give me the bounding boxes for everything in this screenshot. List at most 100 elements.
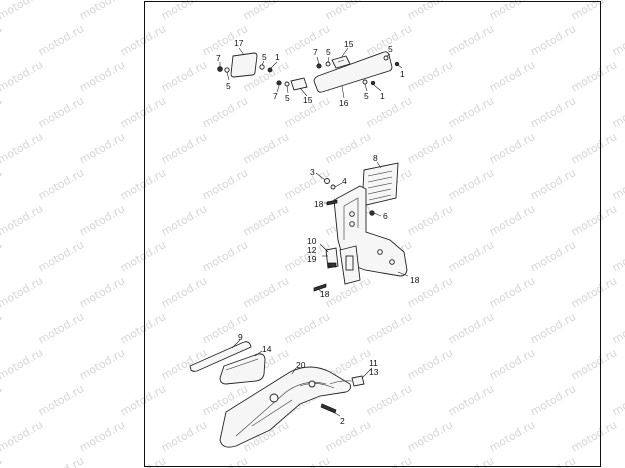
strip-9	[189, 341, 252, 372]
plate-16	[313, 51, 393, 93]
watermark-text: motod.ru	[36, 238, 86, 274]
watermark-text: motod.ru	[446, 454, 496, 468]
watermark-text: motod.ru	[446, 310, 496, 346]
watermark-text: motod.ru	[446, 238, 496, 274]
diagram-frame	[144, 1, 601, 467]
watermark-text: motod.ru	[0, 274, 45, 310]
watermark-text: motod.ru	[0, 310, 4, 346]
watermark-text: motod.ru	[323, 0, 373, 23]
callout-15: 15	[303, 95, 313, 105]
watermark-text: motod.ru	[241, 130, 291, 166]
washer-5-upper-right	[383, 55, 389, 61]
watermark-text: motod.ru	[77, 418, 127, 454]
callout-13: 13	[369, 367, 379, 377]
callout-5: 5	[226, 81, 231, 91]
callout-3: 3	[310, 167, 315, 177]
screw-2	[320, 403, 337, 414]
watermark-text: motod.ru	[159, 274, 209, 310]
watermark-text: motod.ru	[610, 310, 625, 346]
watermark-text: motod.ru	[77, 58, 127, 94]
watermark-text: motod.ru	[364, 454, 414, 468]
watermark-text: motod.ru	[487, 274, 537, 310]
watermark-text: motod.ru	[569, 130, 619, 166]
leader-lines	[219, 47, 409, 417]
watermark-text: motod.ru	[364, 310, 414, 346]
part-4	[330, 184, 336, 190]
screw-18-lower	[313, 283, 327, 292]
callout-5: 5	[262, 52, 267, 62]
callout-9: 9	[238, 332, 243, 342]
watermark-text: motod.ru	[487, 130, 537, 166]
watermark-text: motod.ru	[200, 454, 250, 468]
watermark-text: motod.ru	[364, 94, 414, 130]
watermark-text: motod.ru	[610, 166, 625, 202]
watermark-text: motod.ru	[405, 346, 455, 382]
watermark-text: motod.ru	[446, 166, 496, 202]
watermark-text: motod.ru	[0, 382, 4, 418]
callout-5: 5	[388, 44, 393, 54]
watermark-text: motod.ru	[528, 22, 578, 58]
watermark-text: motod.ru	[446, 382, 496, 418]
cover-14	[219, 353, 266, 385]
callout-10: 10	[307, 236, 317, 246]
part-6	[369, 210, 375, 216]
callout-19: 19	[307, 254, 317, 264]
watermark-text: motod.ru	[487, 346, 537, 382]
watermark-text: motod.ru	[405, 202, 455, 238]
washer-5-mid	[325, 61, 331, 67]
callout-5: 5	[364, 91, 369, 101]
watermark-text: motod.ru	[36, 94, 86, 130]
washer-5-lower	[284, 81, 290, 87]
nut-7-left	[217, 66, 223, 72]
watermark-text: motod.ru	[487, 0, 537, 23]
callout-1: 1	[380, 91, 385, 101]
watermark-text: motod.ru	[118, 310, 168, 346]
watermark-text: motod.ru	[77, 202, 127, 238]
watermark-text: motod.ru	[77, 0, 127, 23]
watermark-text: motod.ru	[159, 0, 209, 23]
watermark-text: motod.ru	[0, 454, 4, 468]
watermark-text: motod.ru	[528, 166, 578, 202]
watermark-text: motod.ru	[282, 166, 332, 202]
nut-7-lower	[276, 80, 282, 86]
watermark-text: motod.ru	[159, 130, 209, 166]
watermark-text: motod.ru	[118, 94, 168, 130]
watermark-text: motod.ru	[0, 22, 4, 58]
watermark-text: motod.ru	[569, 58, 619, 94]
screw-1-upper-right	[394, 61, 400, 67]
watermark-text: motod.ru	[159, 418, 209, 454]
watermark-text: motod.ru	[118, 382, 168, 418]
watermark-text: motod.ru	[569, 202, 619, 238]
watermark-text: motod.ru	[241, 274, 291, 310]
washer-5-right	[259, 64, 265, 70]
watermark-text: motod.ru	[323, 130, 373, 166]
watermark-text: motod.ru	[0, 166, 4, 202]
middle-assembly	[313, 162, 408, 292]
bracket-15-lower	[290, 77, 308, 91]
top-assembly	[217, 51, 400, 93]
watermark-text: motod.ru	[36, 382, 86, 418]
callout-4: 4	[342, 176, 347, 186]
watermark-text: motod.ru	[405, 0, 455, 23]
panel-8	[361, 162, 399, 207]
watermark-text: motod.ru	[528, 94, 578, 130]
watermark-text: motod.ru	[405, 418, 455, 454]
watermark-text: motod.ru	[528, 238, 578, 274]
callout-18: 18	[320, 289, 330, 299]
watermark-text: motod.ru	[0, 202, 45, 238]
callout-8: 8	[373, 153, 378, 163]
watermark-text: motod.ru	[241, 0, 291, 23]
watermark-text: motod.ru	[118, 454, 168, 468]
watermark-text: motod.ru	[77, 346, 127, 382]
watermark-text: motod.ru	[610, 22, 625, 58]
screw-18-left	[326, 199, 338, 206]
watermark-text: motod.ru	[36, 454, 86, 468]
callout-17: 17	[234, 38, 244, 48]
callout-16: 16	[339, 98, 349, 108]
callout-1: 1	[275, 52, 280, 62]
watermark-text: motod.ru	[446, 94, 496, 130]
callout-5: 5	[285, 93, 290, 103]
connector-11-13	[351, 375, 365, 387]
watermark-text: motod.ru	[282, 310, 332, 346]
